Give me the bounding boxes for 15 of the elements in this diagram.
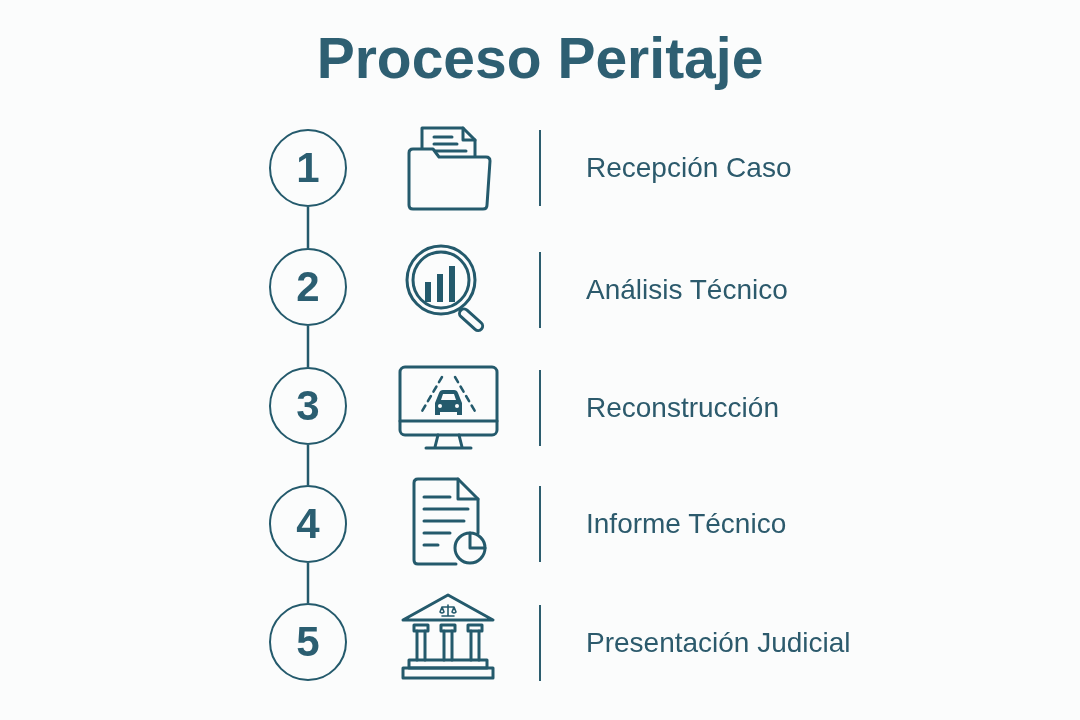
- diagram-title: Proceso Peritaje: [315, 25, 765, 92]
- connector-line: [306, 326, 310, 367]
- step-circle: 5: [269, 603, 347, 681]
- step-label: Análisis Técnico: [586, 273, 788, 307]
- step-circle: 2: [269, 248, 347, 326]
- connector-line: [306, 445, 310, 485]
- step-label: Recepción Caso: [586, 151, 792, 185]
- step-label: Reconstrucción: [586, 391, 779, 425]
- step-circle: 1: [269, 129, 347, 207]
- step-circle: 4: [269, 485, 347, 563]
- step-label: Presentación Judicial: [586, 626, 851, 660]
- connector-line: [306, 207, 310, 248]
- step-circle: 3: [269, 367, 347, 445]
- connector-line: [306, 563, 310, 603]
- step-label: Informe Técnico: [586, 507, 787, 541]
